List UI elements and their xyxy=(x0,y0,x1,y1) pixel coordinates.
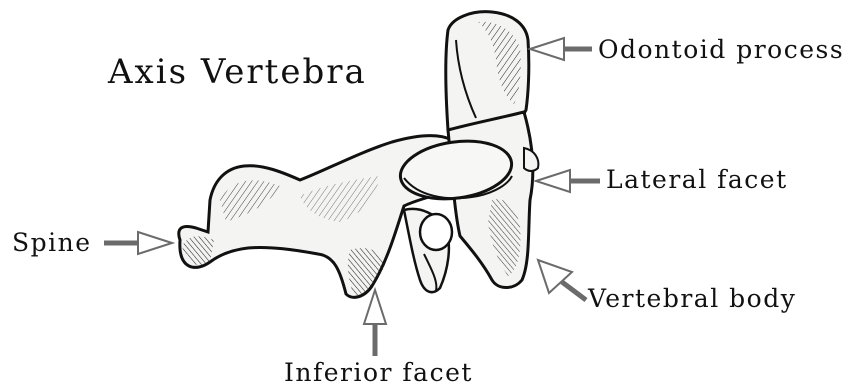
vertebral-body-shape xyxy=(448,112,533,288)
arrow-odontoid xyxy=(530,38,592,60)
arrow-lateral-facet xyxy=(536,170,600,192)
diagram-title: Axis Vertebra xyxy=(108,52,367,92)
label-odontoid-process: Odontoid process xyxy=(598,35,844,64)
label-inferior-facet: Inferior facet xyxy=(284,358,473,387)
arrow-inferior-facet xyxy=(364,290,386,356)
label-lateral-facet: Lateral facet xyxy=(606,165,788,194)
label-vertebral-body: Vertebral body xyxy=(588,284,796,313)
arrow-vertebral-body xyxy=(538,260,586,300)
arrow-spine xyxy=(104,232,172,254)
label-spine: Spine xyxy=(12,228,92,257)
